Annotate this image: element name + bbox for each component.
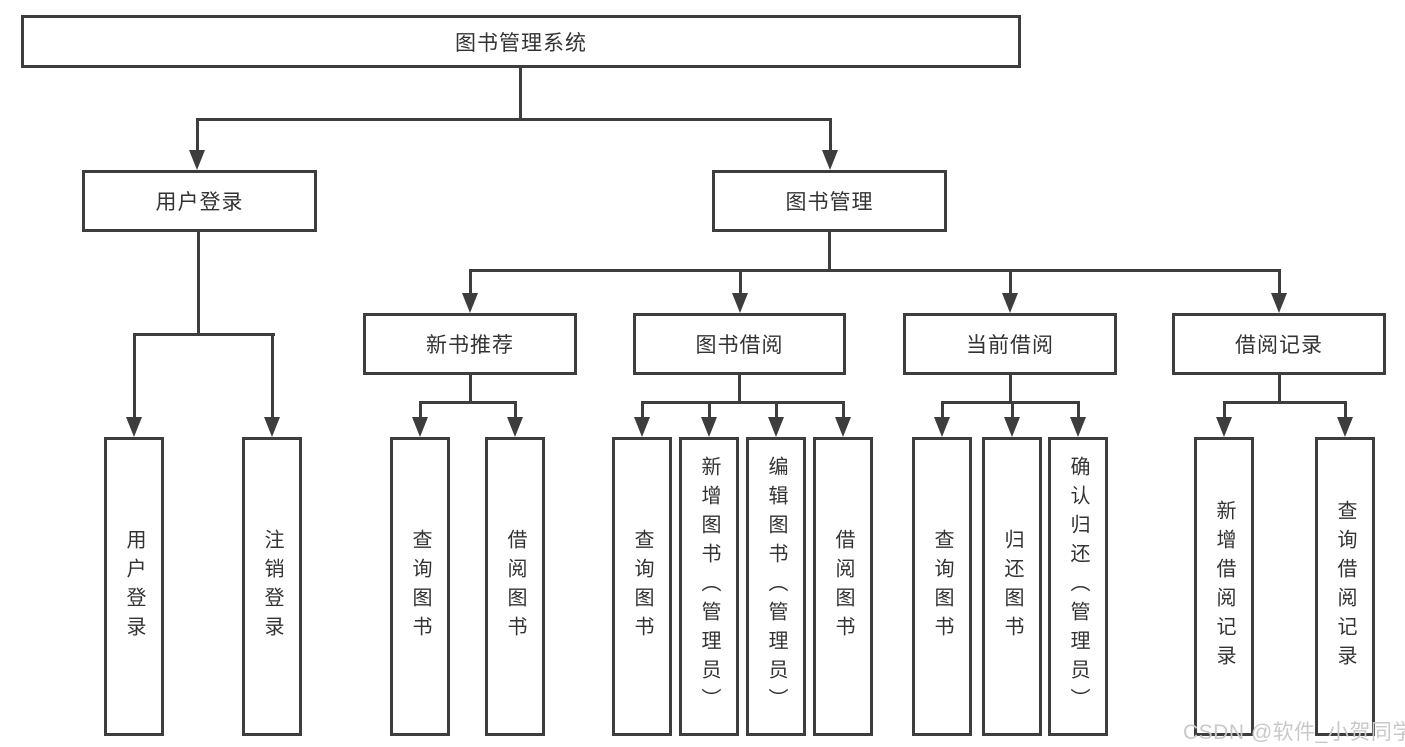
arrow-down-icon bbox=[264, 417, 280, 437]
leaf-query-books-borrow: 查询图书 bbox=[612, 437, 672, 736]
leaf-confirm-return-admin: 确认归还（管理员） bbox=[1048, 437, 1108, 736]
connector-line bbox=[842, 401, 845, 417]
connector-line bbox=[1344, 401, 1347, 417]
connector-line bbox=[271, 333, 274, 417]
arrow-down-icon bbox=[822, 150, 838, 170]
arrow-down-icon bbox=[732, 293, 748, 313]
connector-line bbox=[419, 401, 422, 417]
connector-line bbox=[1077, 401, 1080, 417]
connector-line bbox=[1278, 375, 1281, 403]
arrow-down-icon bbox=[1216, 417, 1232, 437]
connector-line bbox=[641, 401, 644, 417]
connector-line bbox=[469, 269, 472, 293]
leaf-query-books-recommend: 查询图书 bbox=[390, 437, 450, 736]
node-book-borrow: 图书借阅 bbox=[633, 313, 846, 375]
connector-line bbox=[1278, 269, 1281, 293]
node-book-management: 图书管理 bbox=[712, 170, 947, 232]
connector-line bbox=[519, 68, 522, 119]
connector-line bbox=[775, 401, 778, 417]
leaf-add-borrow-record: 新增借阅记录 bbox=[1194, 437, 1254, 736]
leaf-edit-books-admin: 编辑图书（管理员） bbox=[746, 437, 806, 736]
connector-line bbox=[1223, 401, 1226, 417]
connector-line bbox=[738, 375, 741, 403]
node-user-login: 用户登录 bbox=[82, 170, 317, 232]
arrow-down-icon bbox=[634, 417, 650, 437]
connector-line bbox=[941, 401, 1080, 404]
connector-line bbox=[1009, 375, 1012, 403]
node-current-borrow: 当前借阅 bbox=[903, 313, 1117, 375]
connector-line bbox=[641, 401, 845, 404]
arrow-down-icon bbox=[462, 293, 478, 313]
arrow-down-icon bbox=[126, 417, 142, 437]
arrow-down-icon bbox=[768, 417, 784, 437]
leaf-add-books-admin: 新增图书（管理员） bbox=[679, 437, 739, 736]
arrow-down-icon bbox=[934, 417, 950, 437]
arrow-down-icon bbox=[701, 417, 717, 437]
csdn-watermark: CSDN @软件_小贺同学 bbox=[1183, 721, 1405, 744]
leaf-query-books-current: 查询图书 bbox=[912, 437, 972, 736]
connector-line bbox=[941, 401, 944, 417]
leaf-query-borrow-record: 查询借阅记录 bbox=[1315, 437, 1375, 736]
leaf-borrow-books-recommend: 借阅图书 bbox=[485, 437, 545, 736]
arrow-down-icon bbox=[1004, 417, 1020, 437]
arrow-down-icon bbox=[1002, 293, 1018, 313]
leaf-return-books: 归还图书 bbox=[982, 437, 1042, 736]
connector-line bbox=[829, 118, 832, 150]
arrow-down-icon bbox=[1337, 417, 1353, 437]
connector-line bbox=[196, 118, 199, 150]
node-library-system: 图书管理系统 bbox=[21, 15, 1021, 68]
leaf-logout: 注销登录 bbox=[242, 437, 302, 736]
arrow-down-icon bbox=[189, 150, 205, 170]
node-borrow-records: 借阅记录 bbox=[1172, 313, 1386, 375]
connector-line bbox=[739, 269, 742, 293]
connector-line bbox=[133, 333, 136, 417]
connector-line bbox=[133, 333, 275, 336]
connector-line bbox=[419, 401, 517, 404]
connector-line bbox=[708, 401, 711, 417]
arrow-down-icon bbox=[507, 417, 523, 437]
arrow-down-icon bbox=[1070, 417, 1086, 437]
connector-line bbox=[197, 232, 200, 336]
connector-line bbox=[469, 269, 1281, 272]
arrow-down-icon bbox=[1271, 293, 1287, 313]
connector-line bbox=[1009, 269, 1012, 293]
leaf-borrow-books: 借阅图书 bbox=[813, 437, 873, 736]
node-new-book-recommend: 新书推荐 bbox=[363, 313, 577, 375]
connector-line bbox=[514, 401, 517, 417]
connector-line bbox=[196, 118, 832, 121]
arrow-down-icon bbox=[835, 417, 851, 437]
connector-line bbox=[828, 232, 831, 272]
connector-line bbox=[469, 375, 472, 403]
connector-line bbox=[1223, 401, 1347, 404]
leaf-user-login: 用户登录 bbox=[104, 437, 164, 736]
arrow-down-icon bbox=[412, 417, 428, 437]
connector-line bbox=[1011, 401, 1014, 417]
